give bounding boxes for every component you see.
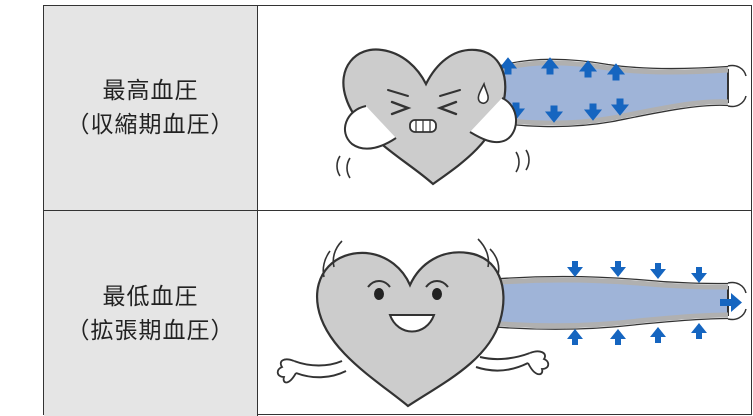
- arrow-up: [691, 323, 707, 339]
- arrow-up: [567, 329, 583, 345]
- systolic-subtitle: （収縮期血圧）: [67, 108, 235, 142]
- arrow-down: [610, 261, 626, 277]
- contracting-heart-illustration: [258, 6, 753, 211]
- diastolic-title: 最低血圧: [103, 280, 199, 314]
- diastolic-illustration-cell: [258, 211, 753, 416]
- arrow-down: [691, 267, 707, 283]
- diastolic-label-cell: 最低血圧 （拡張期血圧）: [44, 211, 258, 416]
- heart-character: [337, 50, 529, 184]
- diastolic-subtitle: （拡張期血圧）: [67, 314, 235, 348]
- arrow-down: [650, 263, 666, 279]
- relaxing-heart-illustration: [258, 211, 753, 416]
- arrow-up: [650, 327, 666, 343]
- systolic-illustration-cell: [258, 6, 753, 210]
- arrow-down: [567, 261, 583, 277]
- arrow-up: [610, 329, 626, 345]
- systolic-label-cell: 最高血圧 （収縮期血圧）: [44, 6, 258, 210]
- blood-pressure-table: 最高血圧 （収縮期血圧）: [43, 5, 752, 415]
- systolic-row: 最高血圧 （収縮期血圧）: [44, 6, 751, 211]
- blood-vessel: [488, 277, 746, 330]
- systolic-title: 最高血圧: [103, 74, 199, 108]
- diastolic-row: 最低血圧 （拡張期血圧）: [44, 211, 751, 416]
